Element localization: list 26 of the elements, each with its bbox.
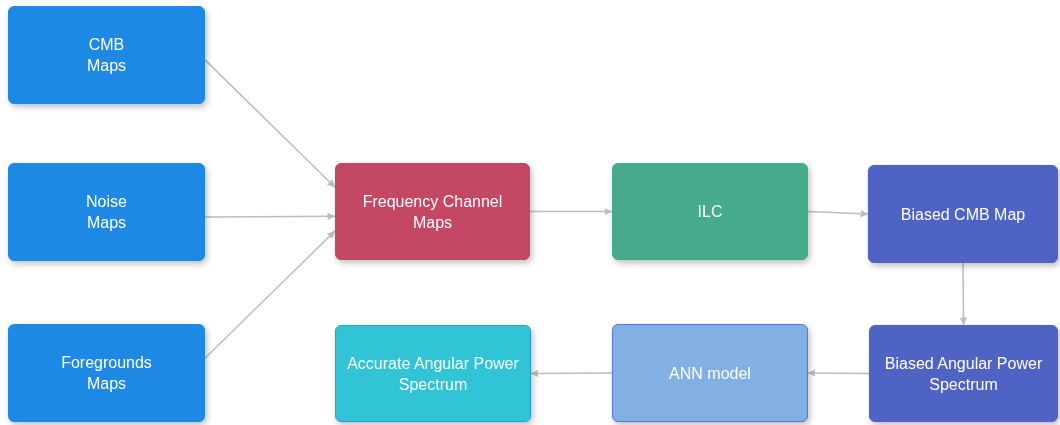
box-label: Accurate Angular Power Spectrum (346, 353, 520, 395)
process-box (612, 163, 808, 260)
arrow (204, 59, 336, 188)
arrow (959, 262, 968, 326)
arrow (204, 212, 336, 221)
process-box (8, 6, 205, 104)
arrow (529, 207, 613, 216)
process-box (869, 325, 1058, 422)
arrow (530, 369, 613, 378)
arrow (807, 209, 869, 218)
box-label: Biased CMB Map (900, 204, 1026, 225)
box-label: ANN model (669, 363, 751, 384)
process-box (335, 325, 531, 422)
box-label: Noise Maps (85, 192, 128, 233)
process-box (8, 324, 205, 422)
box-label: CMB Maps (85, 35, 128, 76)
box-label: Frequency Channel Maps (361, 191, 504, 233)
arrow (807, 369, 870, 377)
process-box (868, 165, 1058, 263)
process-box (612, 324, 808, 422)
process-box (8, 163, 205, 261)
arrow (204, 230, 336, 360)
box-label: Biased Angular Power Spectrum (883, 353, 1044, 395)
process-box (335, 163, 530, 260)
box-label: ILC (697, 202, 723, 222)
box-label: Foregrounds Maps (60, 353, 153, 394)
